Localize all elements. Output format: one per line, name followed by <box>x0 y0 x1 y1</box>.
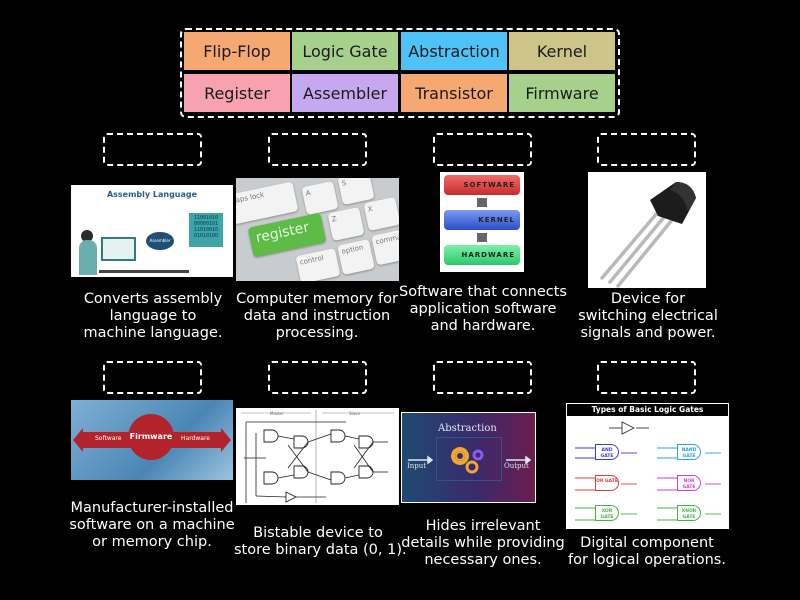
tile-abstraction[interactable]: Abstraction <box>401 32 507 70</box>
nor-gate: NOR GATE <box>677 475 701 491</box>
person-icon <box>81 230 93 242</box>
key-z: Z <box>327 206 365 242</box>
gate-wires <box>575 421 721 521</box>
kernel-layers-image: SOFTWARE KERNEL HARDWARE <box>440 172 524 272</box>
key-command: comman <box>371 228 399 266</box>
transistor-image <box>588 172 706 288</box>
tile-assembler[interactable]: Assembler <box>292 74 398 112</box>
person-body <box>79 240 97 275</box>
key-register: register <box>247 212 327 258</box>
description-line: Digital component <box>580 535 714 551</box>
firmware-image: Software Firmware Hardware <box>71 400 233 480</box>
arrow-icon <box>477 233 487 242</box>
description-line: signals and power. <box>580 325 716 341</box>
slave-label: Slave <box>349 411 360 416</box>
register-keyboard-image: caps lock A S register Z X control optio… <box>236 178 399 281</box>
drop-zone-3[interactable] <box>433 133 532 166</box>
description-line: switching electrical <box>578 308 718 324</box>
gears-icon <box>408 447 532 474</box>
drop-zone-7[interactable] <box>433 361 532 394</box>
description-3: Software that connects application softw… <box>398 284 568 335</box>
machine-code-box: 11001010 00000101 11010010 01010100 <box>189 213 223 247</box>
software-label: Software <box>95 435 122 442</box>
output-label: Output <box>504 462 529 470</box>
description-line: Software that connects <box>399 284 567 300</box>
description-line: for logical operations. <box>568 552 726 568</box>
input-label: Input <box>407 462 427 470</box>
description-line: Hides irrelevant <box>425 518 541 534</box>
firmware-circle: Firmware <box>128 414 174 460</box>
description-6: Bistable device to store binary data (0,… <box>234 525 407 559</box>
arrow-right-icon <box>221 428 231 452</box>
description-line: store binary data (0, 1). <box>234 542 407 558</box>
tile-logic-gate[interactable]: Logic Gate <box>292 32 398 70</box>
description-line: Bistable device to <box>253 525 383 541</box>
description-line: necessary ones. <box>424 552 542 568</box>
description-line: data and instruction <box>243 308 391 324</box>
assembler-node: Assembler <box>146 232 174 250</box>
key-x: X <box>363 196 399 232</box>
image-title: Assembly Language <box>106 190 198 199</box>
drop-zone-2[interactable] <box>268 133 367 166</box>
logic-gates-image: Types of Basic Logic Gates AND GATE NAND… <box>566 403 729 529</box>
drop-zone-5[interactable] <box>103 361 202 394</box>
logic-gates-title: Types of Basic Logic Gates <box>567 404 728 416</box>
description-line: Device for <box>610 291 686 307</box>
software-layer: SOFTWARE <box>444 175 520 195</box>
circuit-diagram: Master Slave <box>241 410 394 503</box>
description-1: Converts assembly language to machine la… <box>72 291 234 342</box>
description-line: Manufacturer-installed <box>70 500 234 516</box>
description-8: Digital component for logical operations… <box>564 535 730 569</box>
description-7: Hides irrelevant details while providing… <box>398 518 568 569</box>
description-line: language to <box>109 308 197 324</box>
abstraction-title: Abstraction <box>438 423 497 434</box>
assembly-language-image: Assembly Language Assembler 11001010 000… <box>71 185 233 277</box>
monitor-icon <box>101 237 136 261</box>
tile-register[interactable]: Register <box>184 74 290 112</box>
description-line: machine language. <box>83 325 223 341</box>
drop-zone-6[interactable] <box>268 361 367 394</box>
master-label: Master <box>270 411 284 416</box>
drop-zone-1[interactable] <box>103 133 202 166</box>
nand-gate: NAND GATE <box>677 444 701 460</box>
kernel-layer: KERNEL <box>444 210 520 230</box>
flip-flop-circuit-image: Master Slave <box>236 408 399 505</box>
description-line: Computer memory for <box>236 291 398 307</box>
word-bank <box>180 28 620 118</box>
description-line: software on a machine <box>69 517 235 533</box>
description-line: application software <box>409 301 557 317</box>
desk <box>99 270 189 273</box>
abstraction-box <box>436 437 502 481</box>
tile-transistor[interactable]: Transistor <box>401 74 507 112</box>
key-s: S <box>337 178 375 206</box>
or-gate: OR GATE <box>595 475 619 491</box>
tile-kernel[interactable]: Kernel <box>509 32 615 70</box>
arrow-icon <box>477 198 487 207</box>
key-control: control <box>295 248 341 281</box>
description-4: Device for switching electrical signals … <box>566 291 730 342</box>
description-2: Computer memory for data and instruction… <box>234 291 400 342</box>
description-5: Manufacturer-installed software on a mac… <box>66 500 238 551</box>
tile-firmware[interactable]: Firmware <box>509 74 615 112</box>
description-line: Converts assembly <box>83 291 223 307</box>
abstraction-image: Abstraction Input Output <box>401 412 536 503</box>
description-line: details while providing <box>401 535 565 551</box>
drop-zone-4[interactable] <box>597 133 696 166</box>
xnor-gate: XNOR GATE <box>677 505 701 521</box>
tile-flip-flop[interactable]: Flip-Flop <box>184 32 290 70</box>
description-line: or memory chip. <box>92 534 212 550</box>
arrow-left-icon <box>73 428 83 452</box>
transistor-icon <box>600 182 696 288</box>
key-option: option <box>337 239 375 275</box>
drop-zone-8[interactable] <box>597 361 696 394</box>
key-a: A <box>301 180 339 216</box>
description-line: processing. <box>275 325 359 341</box>
hardware-label: Hardware <box>181 435 210 442</box>
hardware-layer: HARDWARE <box>444 245 520 265</box>
xor-gate: XOR GATE <box>595 505 619 521</box>
and-gate: AND GATE <box>595 444 619 460</box>
description-line: and hardware. <box>430 318 536 334</box>
